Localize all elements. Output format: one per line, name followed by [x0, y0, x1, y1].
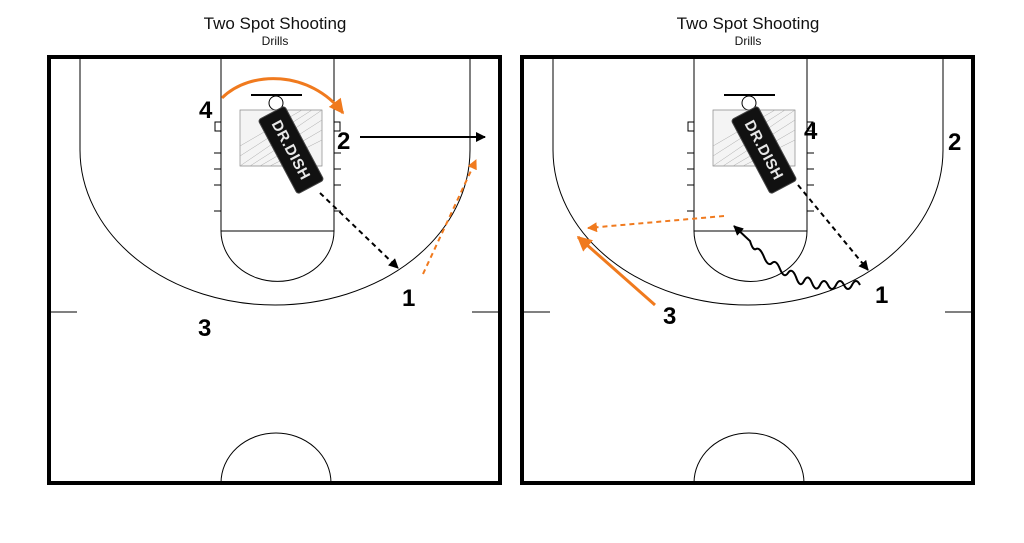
court-panel-2: DR.DISH 4 2 1 3: [520, 55, 975, 485]
pass-arrow-to-3: [587, 215, 725, 233]
free-throw-circle: [693, 230, 808, 282]
free-throw-circle: [220, 230, 335, 282]
dribble-arrow-1: [733, 225, 861, 290]
court-panel-1: DR.DISH 4 2 1 3: [47, 55, 502, 485]
pass-arrow-to-1: [319, 192, 399, 269]
player-2: 2: [337, 128, 350, 155]
player-3: 3: [198, 315, 211, 342]
center-circle: [693, 432, 805, 484]
player-1: 1: [875, 282, 888, 309]
key-lane: [220, 56, 335, 232]
key-lane: [693, 56, 808, 232]
panel-2-title-block: Two Spot Shooting Drills: [598, 14, 898, 48]
panel-1-subtitle: Drills: [261, 34, 289, 48]
panel-1-title-block: Two Spot Shooting Drills: [125, 14, 425, 48]
pass-arrow-to-wing: [422, 159, 477, 275]
panel-2-subtitle: Drills: [734, 34, 762, 48]
dr-dish-machine: DR.DISH: [239, 106, 324, 194]
center-circle: [220, 432, 332, 484]
player-4: 4: [199, 97, 213, 124]
cut-arrow-4: [220, 77, 345, 115]
pass-arrow-to-1: [797, 184, 869, 271]
panel-2-title: Two Spot Shooting: [676, 14, 820, 33]
lane-hash-marks: [687, 121, 814, 212]
player-3: 3: [663, 303, 676, 330]
player-1: 1: [402, 285, 415, 312]
cut-arrow-3: [576, 235, 656, 307]
lane-hash-marks: [214, 121, 341, 212]
player-2: 2: [948, 129, 961, 156]
three-point-arc: [552, 149, 944, 306]
panel-1-title: Two Spot Shooting: [203, 14, 347, 33]
player-4: 4: [804, 118, 818, 145]
